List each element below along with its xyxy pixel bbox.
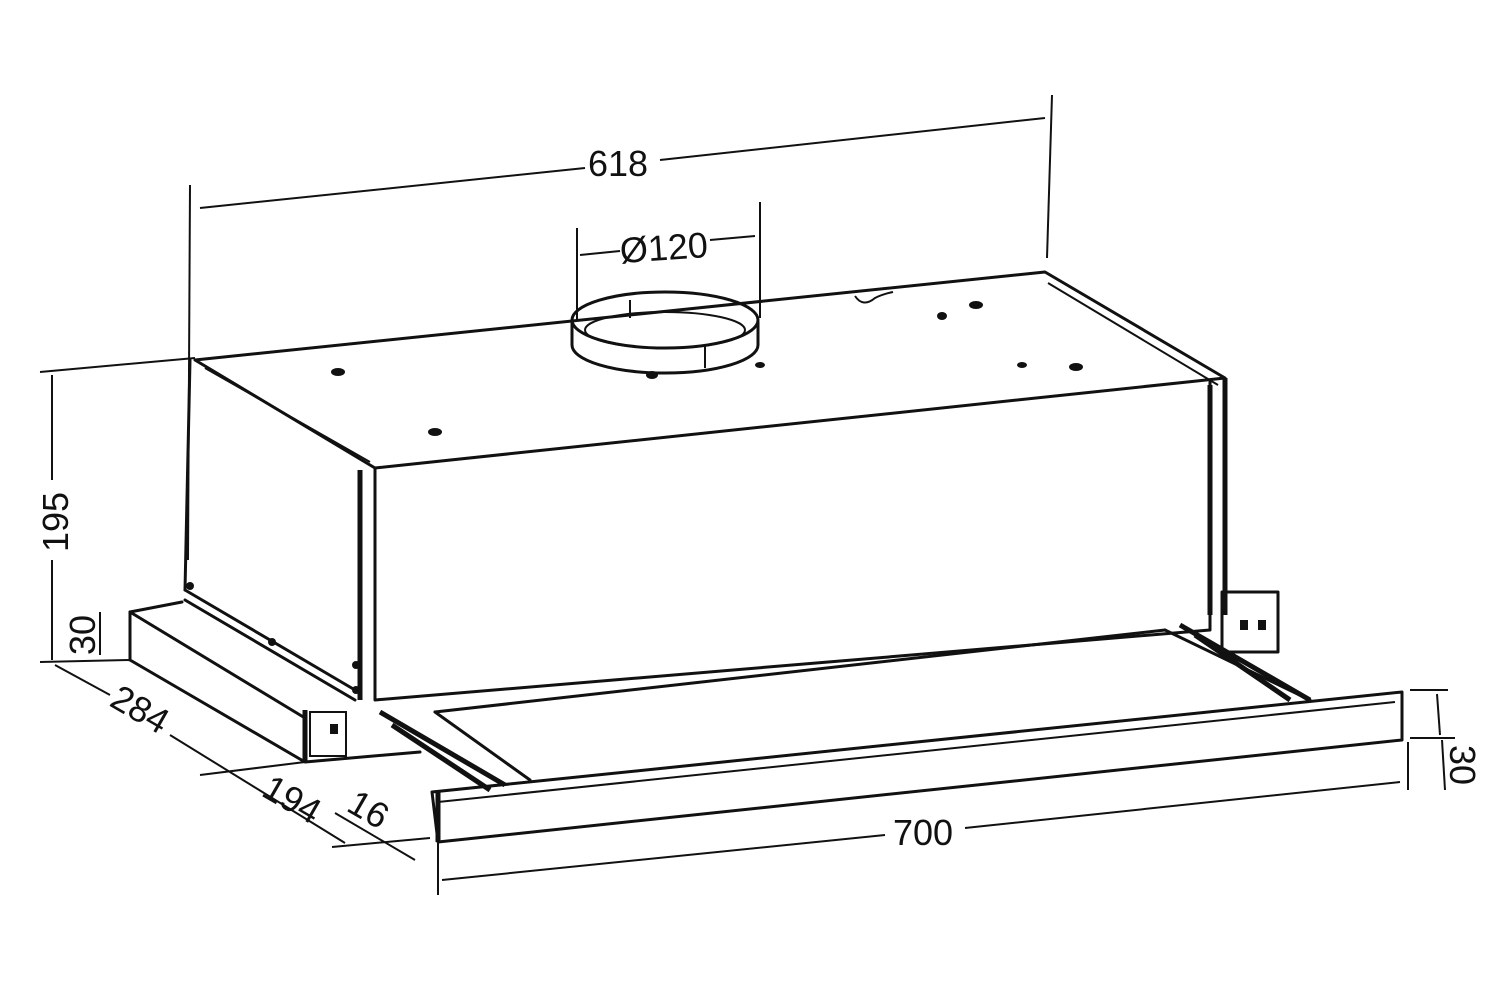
dim-depth-body: 194 xyxy=(256,766,329,832)
mounting-holes xyxy=(331,301,1083,436)
dim-depth-total: 284 xyxy=(104,676,177,742)
dim-panel-height: 30 xyxy=(1442,745,1483,785)
hood-body xyxy=(128,270,1228,764)
dim-height-base: 30 xyxy=(62,615,103,655)
telescopic-drawer xyxy=(378,590,1404,844)
dim-width-top: 618 xyxy=(588,143,648,184)
dim-duct-diameter: Ø120 xyxy=(619,224,710,271)
dim-panel-width: 700 xyxy=(893,812,953,853)
duct-collar xyxy=(570,290,894,375)
dim-height-total: 195 xyxy=(35,492,76,552)
dimension-lines xyxy=(39,94,1455,895)
dim-panel-depth: 16 xyxy=(341,781,396,837)
